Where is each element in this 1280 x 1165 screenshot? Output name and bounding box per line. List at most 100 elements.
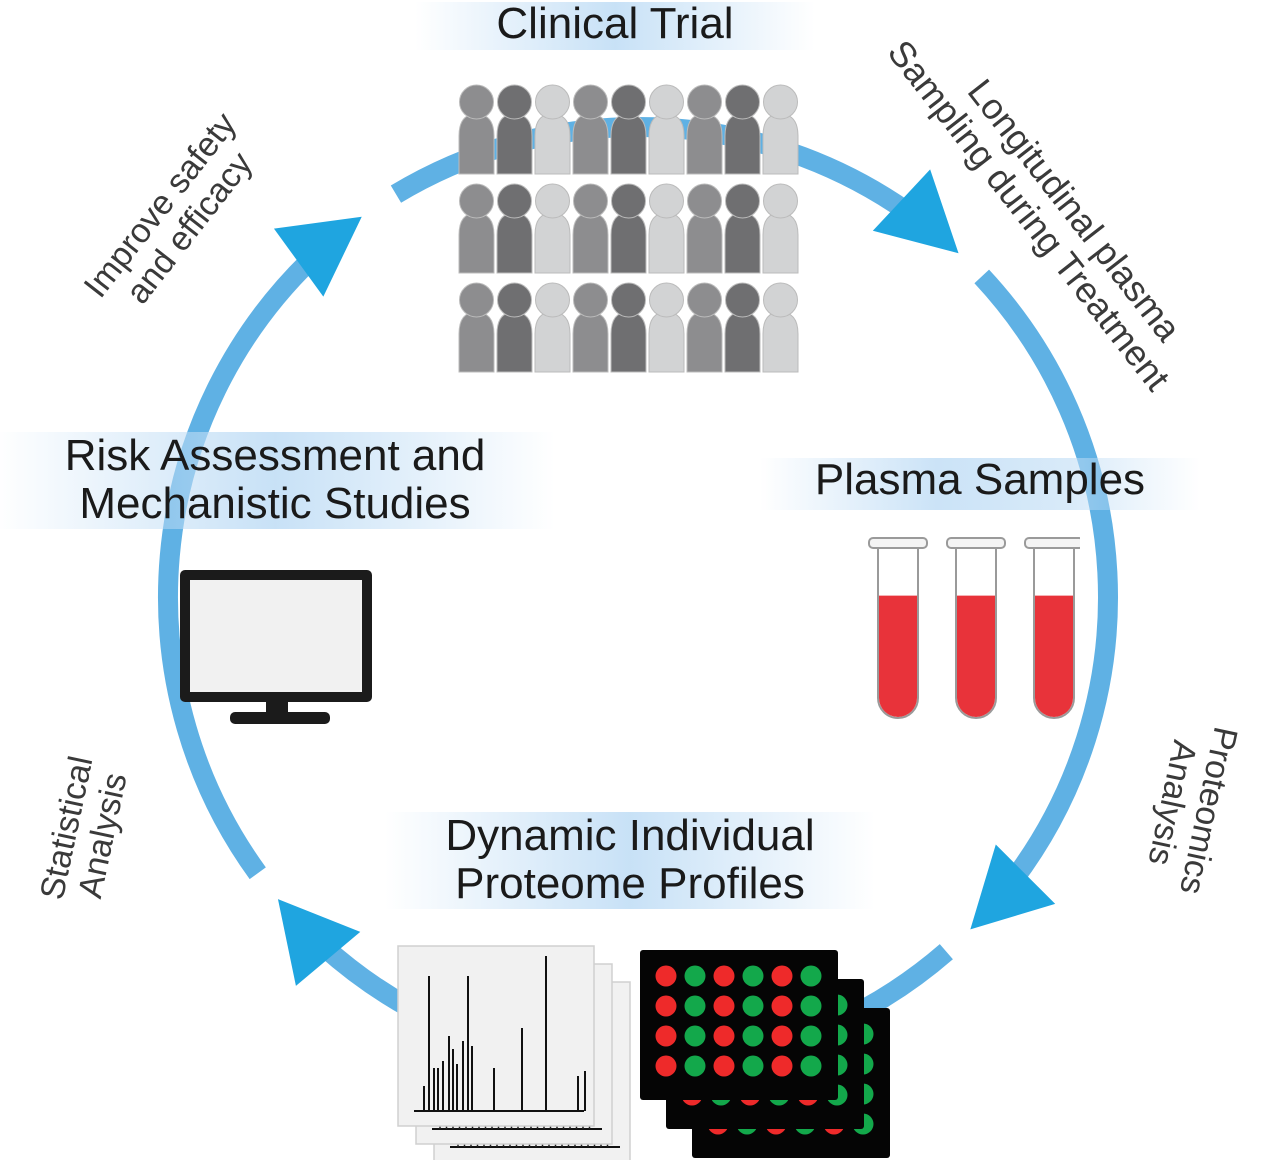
microarray-spot <box>742 995 764 1017</box>
person-head <box>573 183 608 219</box>
mass-spectra-icon <box>397 945 631 1160</box>
microarray-spot <box>655 1055 677 1077</box>
person-icon <box>572 183 609 274</box>
person-head <box>573 84 608 120</box>
person-head <box>725 84 760 120</box>
person-body <box>534 113 571 175</box>
microarray-spot <box>684 1025 706 1047</box>
risk-assessment-label-line1: Risk Assessment and <box>64 431 486 480</box>
person-head <box>497 84 532 120</box>
microarray-spot <box>800 1025 822 1047</box>
person-head <box>535 282 570 318</box>
tube-rim <box>946 537 1006 549</box>
stage-title-plasma-samples: Plasma Samples <box>760 458 1200 510</box>
microarray-spot <box>742 1025 764 1047</box>
person-body <box>458 212 495 274</box>
person-head <box>763 282 798 318</box>
arrow-head-to-proteome <box>970 844 1056 930</box>
person-body <box>572 212 609 274</box>
person-icon <box>686 84 723 175</box>
microarray-spot <box>713 1025 735 1047</box>
person-body <box>496 113 533 175</box>
microarray-spot <box>655 965 677 987</box>
person-head <box>611 282 646 318</box>
person-head <box>649 183 684 219</box>
test-tube <box>868 537 928 719</box>
arrow-head-to-risk <box>277 899 361 986</box>
ring-segment-left <box>158 251 319 880</box>
tube-rim <box>1024 537 1080 549</box>
microarray-spot <box>771 965 793 987</box>
person-body <box>534 311 571 373</box>
microarray-spot <box>713 965 735 987</box>
microarray-spot <box>800 995 822 1017</box>
arrow-head-to-trial <box>273 216 362 297</box>
stage-title-proteome-profiles: Dynamic Individual Proteome Profiles <box>385 811 875 909</box>
person-head <box>459 282 494 318</box>
person-icon <box>724 183 761 274</box>
monitor-stand <box>230 712 330 724</box>
microarray-spot <box>684 965 706 987</box>
tube-rim <box>868 537 928 549</box>
tube-blood <box>1035 595 1073 717</box>
computer-monitor-icon <box>180 570 372 724</box>
microarray-spot <box>771 1055 793 1077</box>
person-icon <box>496 84 533 175</box>
microarray-plate <box>640 950 838 1100</box>
person-body <box>686 113 723 175</box>
microarray-spot <box>655 1025 677 1047</box>
person-icon <box>762 282 799 373</box>
clinical-trial-label: Clinical Trial <box>496 0 734 48</box>
proteome-profiles-label-line2: Proteome Profiles <box>455 859 805 909</box>
person-body <box>686 311 723 373</box>
person-body <box>534 212 571 274</box>
person-icon <box>458 84 495 175</box>
person-head <box>725 282 760 318</box>
microarray-spot <box>771 1025 793 1047</box>
person-icon <box>648 282 685 373</box>
person-head <box>687 84 722 120</box>
person-body <box>610 311 647 373</box>
person-icon <box>610 84 647 175</box>
person-body <box>724 311 761 373</box>
test-tube <box>1024 537 1080 719</box>
person-body <box>458 311 495 373</box>
spectrum-card-bg <box>397 945 595 1127</box>
person-body <box>572 113 609 175</box>
person-body <box>610 113 647 175</box>
person-icon <box>648 183 685 274</box>
microarray-spot <box>713 995 735 1017</box>
monitor-neck <box>266 700 288 714</box>
person-head <box>497 183 532 219</box>
person-body <box>762 113 799 175</box>
microarray-spot <box>800 965 822 987</box>
person-body <box>724 113 761 175</box>
person-icon <box>610 282 647 373</box>
person-body <box>458 113 495 175</box>
risk-assessment-label-line2: Mechanistic Studies <box>79 479 471 529</box>
person-head <box>763 183 798 219</box>
stage-title-risk-assessment: Risk Assessment and Mechanistic Studies <box>0 431 555 529</box>
person-head <box>611 183 646 219</box>
person-icon <box>724 84 761 175</box>
microarray-spot <box>800 1055 822 1077</box>
person-icon <box>762 84 799 175</box>
person-head <box>687 183 722 219</box>
microarray-spot <box>655 995 677 1017</box>
person-icon <box>686 282 723 373</box>
person-head <box>687 282 722 318</box>
microarray-spot <box>684 1055 706 1077</box>
person-head <box>725 183 760 219</box>
person-body <box>648 113 685 175</box>
person-head <box>649 282 684 318</box>
tube-blood <box>879 595 917 717</box>
person-body <box>724 212 761 274</box>
person-head <box>535 183 570 219</box>
stage-title-clinical-trial: Clinical Trial <box>415 2 815 50</box>
person-head <box>497 282 532 318</box>
person-body <box>648 311 685 373</box>
ring-segment-right <box>974 269 1118 886</box>
person-icon <box>724 282 761 373</box>
person-head <box>763 84 798 120</box>
